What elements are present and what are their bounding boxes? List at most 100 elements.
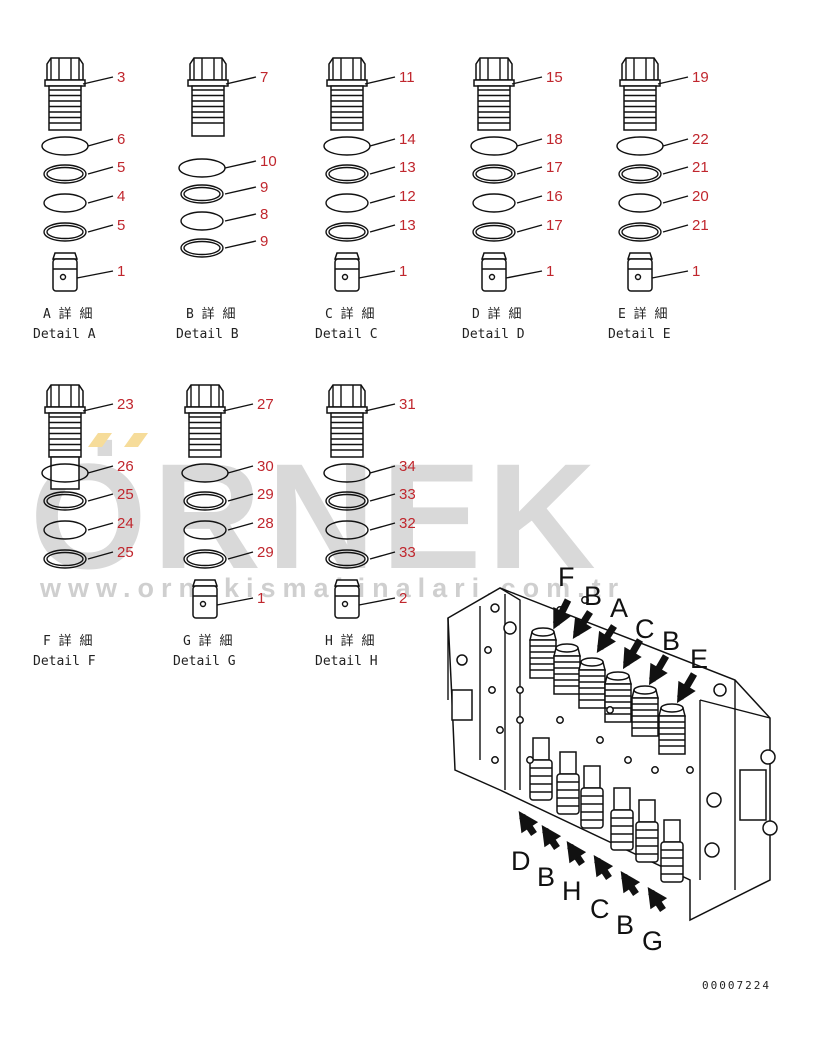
- part-number-label: 19: [692, 69, 709, 86]
- part-number-label: 18: [546, 131, 563, 148]
- valve-spool-cap: [578, 657, 606, 709]
- part-number-label: 14: [399, 131, 416, 148]
- valve-spool-lower: [529, 737, 553, 801]
- part-number-label: 1: [117, 263, 125, 280]
- watermark-url: www.ornekismakinalari.com.tr: [39, 573, 625, 603]
- assembly-label-bottom-5: B: [616, 910, 634, 940]
- part-number-label: 4: [117, 188, 125, 205]
- part-number-label: 6: [117, 131, 125, 148]
- part-number-label: 23: [117, 396, 134, 413]
- part-number-label: 25: [117, 544, 134, 561]
- part-number-label: 20: [692, 188, 709, 205]
- part-number-label: 24: [117, 515, 134, 532]
- assembly-label-bottom-4: C: [590, 894, 610, 924]
- assembly-label-top-3: A: [610, 593, 628, 623]
- arrow-head: [620, 871, 641, 894]
- part-number-label: 21: [692, 217, 709, 234]
- detail-caption-en: Detail H: [315, 654, 378, 669]
- assembly-arrows: [518, 598, 698, 912]
- part-number-label: 34: [399, 458, 416, 475]
- part-number-label: 13: [399, 159, 416, 176]
- part-number-label: 32: [399, 515, 416, 532]
- detail-caption-jp: B 詳 細: [186, 306, 235, 322]
- valve-spool-cap: [553, 643, 581, 695]
- arrow-head: [541, 825, 562, 848]
- part-number-label: 1: [257, 590, 265, 607]
- assembly-label-top-6: E: [690, 644, 708, 674]
- part-number-label: 30: [257, 458, 274, 475]
- detail-caption-en: Detail C: [315, 327, 378, 342]
- arrow-head: [647, 887, 668, 910]
- port-hole: [516, 686, 524, 694]
- part-number-label: 17: [546, 217, 563, 234]
- port-hole: [556, 716, 564, 724]
- arrow-head: [593, 855, 614, 878]
- port-hole: [526, 756, 534, 764]
- part-number-label: 21: [692, 159, 709, 176]
- port-hole: [651, 766, 659, 774]
- arrow-head: [676, 680, 696, 704]
- arrow-head: [566, 841, 587, 864]
- valve-spool-lower: [610, 787, 634, 851]
- control-valve-assembly: [447, 587, 778, 922]
- port-hole: [516, 716, 524, 724]
- port-hole: [581, 596, 589, 604]
- valve-spool-cap: [529, 627, 557, 679]
- part-number-label: 3: [117, 69, 125, 86]
- assembly-label-bottom-2: B: [537, 862, 555, 892]
- port-hole: [624, 756, 632, 764]
- part-number-label: 27: [257, 396, 274, 413]
- port-hole: [488, 686, 496, 694]
- detail-caption-jp: G 詳 細: [183, 633, 232, 649]
- detail-caption-en: Detail B: [176, 327, 239, 342]
- detail-caption-jp: D 詳 細: [472, 306, 521, 322]
- part-number-label: 17: [546, 159, 563, 176]
- arrow-head: [518, 811, 539, 834]
- detail-caption-jp: H 詳 細: [325, 633, 374, 649]
- port-hole: [484, 646, 492, 654]
- part-number-label: 8: [260, 206, 268, 223]
- port-hole: [491, 756, 499, 764]
- part-number-label: 22: [692, 131, 709, 148]
- assembly-label-top-1: F: [558, 562, 575, 592]
- arrow-head: [622, 646, 642, 670]
- part-number-label: 28: [257, 515, 274, 532]
- detail-caption-en: Detail E: [608, 327, 671, 342]
- detail-caption-jp: C 詳 細: [325, 306, 374, 322]
- watermark-brand: ÖRNEK: [30, 432, 602, 600]
- valve-spool-cap: [604, 671, 632, 723]
- assembly-label-bottom-1: D: [511, 846, 531, 876]
- watermark-logo-mark: [88, 433, 148, 447]
- part-number-label: 5: [117, 159, 125, 176]
- assembly-labels-top: F B A C B E: [558, 562, 708, 674]
- part-number-label: 29: [257, 544, 274, 561]
- part-number-label: 12: [399, 188, 416, 205]
- part-number-label: 1: [546, 263, 554, 280]
- drawing-code: 00007224: [702, 979, 771, 992]
- assembly-label-bottom-6: G: [642, 926, 663, 956]
- detail-caption-jp: E 詳 細: [618, 306, 667, 322]
- part-number-label: 16: [546, 188, 563, 205]
- valve-spool-lower: [635, 799, 659, 863]
- part-number-label: 9: [260, 179, 268, 196]
- detail-caption-jp: F 詳 細: [43, 633, 92, 649]
- valve-spool-cap: [631, 685, 659, 737]
- valve-spool-lower: [580, 765, 604, 829]
- part-number-label: 25: [117, 486, 134, 503]
- part-number-label: 5: [117, 217, 125, 234]
- valve-spool-lower: [660, 819, 684, 883]
- detail-caption-jp: A 詳 細: [43, 306, 92, 322]
- part-number-label: 13: [399, 217, 416, 234]
- part-number-label: 11: [399, 69, 415, 86]
- port-hole: [606, 706, 614, 714]
- part-number-label: 33: [399, 544, 416, 561]
